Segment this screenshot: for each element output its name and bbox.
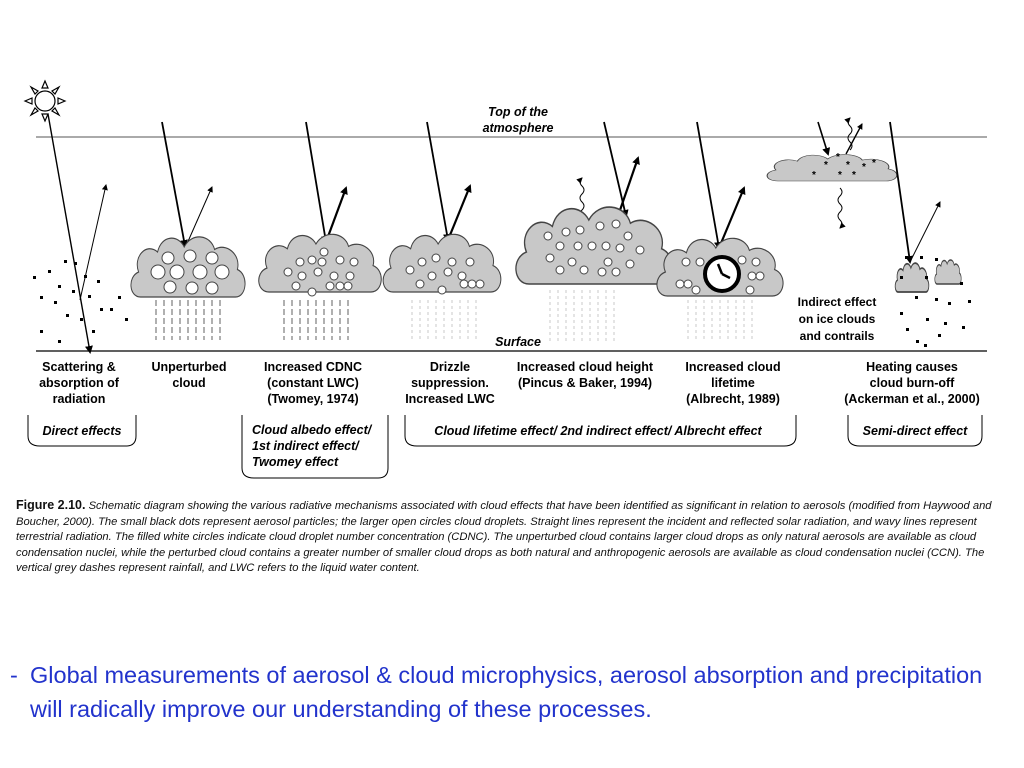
svg-text:*: *: [872, 158, 876, 169]
svg-text:*: *: [836, 152, 840, 163]
label-scattering-2: absorption of: [39, 376, 120, 390]
svg-text:*: *: [812, 170, 816, 181]
surface-label: Surface: [495, 335, 541, 349]
label-cdnc-1: Increased CDNC: [264, 360, 362, 374]
panel-scattering: [33, 113, 128, 354]
label-burnoff-1: Heating causes: [866, 360, 958, 374]
label-lifetime-2: lifetime: [711, 376, 755, 390]
label-height-2: (Pincus & Baker, 1994): [518, 376, 652, 390]
sun-icon: [23, 79, 67, 123]
svg-text:*: *: [862, 162, 866, 173]
label-burnoff-3: (Ackerman et al., 2000): [844, 392, 980, 406]
ice-note-3: and contrails: [800, 329, 875, 343]
small-cloud: [934, 259, 962, 285]
ice-note-2: on ice clouds: [799, 312, 876, 326]
svg-text:*: *: [852, 170, 856, 181]
label-lifetime-3: (Albrecht, 1989): [686, 392, 780, 406]
column-labels: Scattering & absorption of radiation Unp…: [39, 360, 980, 406]
rain: [155, 300, 221, 340]
label-cdnc-2: (constant LWC): [267, 376, 359, 390]
group-direct-effects: Direct effects: [43, 424, 122, 438]
label-unperturbed-2: cloud: [172, 376, 205, 390]
aerosol-dots: [900, 256, 971, 347]
label-scattering-1: Scattering &: [42, 360, 116, 374]
caption-text: Schematic diagram showing the various ra…: [16, 500, 992, 575]
label-scattering-3: radiation: [53, 392, 106, 406]
cloud-droplets: [150, 249, 230, 295]
group-albedo-1: Cloud albedo effect/: [252, 423, 373, 437]
panel-cloud-burn-off: [889, 121, 971, 347]
label-unperturbed-1: Unperturbed: [152, 360, 227, 374]
panel-increased-cloud-lifetime: [656, 121, 784, 342]
rain: [411, 300, 477, 342]
group-semi-direct: Semi-direct effect: [863, 424, 969, 438]
rain: [687, 300, 753, 342]
figure-caption: Figure 2.10. Schematic diagram showing t…: [16, 498, 1006, 577]
panel-unperturbed: [130, 121, 246, 340]
figure-number: Figure 2.10.: [16, 498, 86, 512]
svg-text:*: *: [846, 160, 850, 171]
panel-ice-clouds: **** **** Indirect effect on ice clouds …: [766, 117, 898, 343]
ice-crystals: **** ****: [812, 152, 876, 181]
svg-text:*: *: [838, 170, 842, 181]
toa-label-1: Top of the: [488, 105, 548, 119]
cloud-droplets: [543, 219, 645, 277]
group-albedo-2: 1st indirect effect/: [252, 439, 360, 453]
cloud-droplets: [283, 247, 359, 297]
label-lifetime-1: Increased cloud: [685, 360, 780, 374]
svg-text:*: *: [824, 160, 828, 171]
ice-cloud: [766, 154, 898, 182]
label-cdnc-3: (Twomey, 1974): [267, 392, 358, 406]
clock-icon: [703, 255, 741, 293]
aerosol-dots: [33, 260, 128, 343]
group-lifetime-effect: Cloud lifetime effect/ 2nd indirect effe…: [434, 424, 762, 438]
panel-increased-cdnc: [258, 121, 382, 340]
ice-note-1: Indirect effect: [798, 295, 877, 309]
summary-text: Global measurements of aerosol & cloud m…: [30, 662, 983, 722]
group-brackets: [27, 415, 983, 479]
label-burnoff-2: cloud burn-off: [870, 376, 956, 390]
label-height-1: Increased cloud height: [517, 360, 654, 374]
rain: [549, 290, 615, 342]
cloud-droplets: [405, 253, 485, 295]
bullet-dash: -: [10, 662, 18, 688]
label-drizzle-2: suppression.: [411, 376, 489, 390]
panel-increased-cloud-height: [515, 121, 673, 342]
toa-label-2: atmosphere: [483, 121, 554, 135]
group-albedo-3: Twomey effect: [252, 455, 339, 469]
label-drizzle-1: Drizzle: [430, 360, 470, 374]
rain: [283, 300, 349, 340]
aerosol-cloud-diagram: Top of the atmosphere Surface: [23, 79, 987, 479]
cloud-droplets: [675, 255, 765, 295]
label-drizzle-3: Increased LWC: [405, 392, 495, 406]
panel-drizzle-suppression: [382, 121, 502, 342]
